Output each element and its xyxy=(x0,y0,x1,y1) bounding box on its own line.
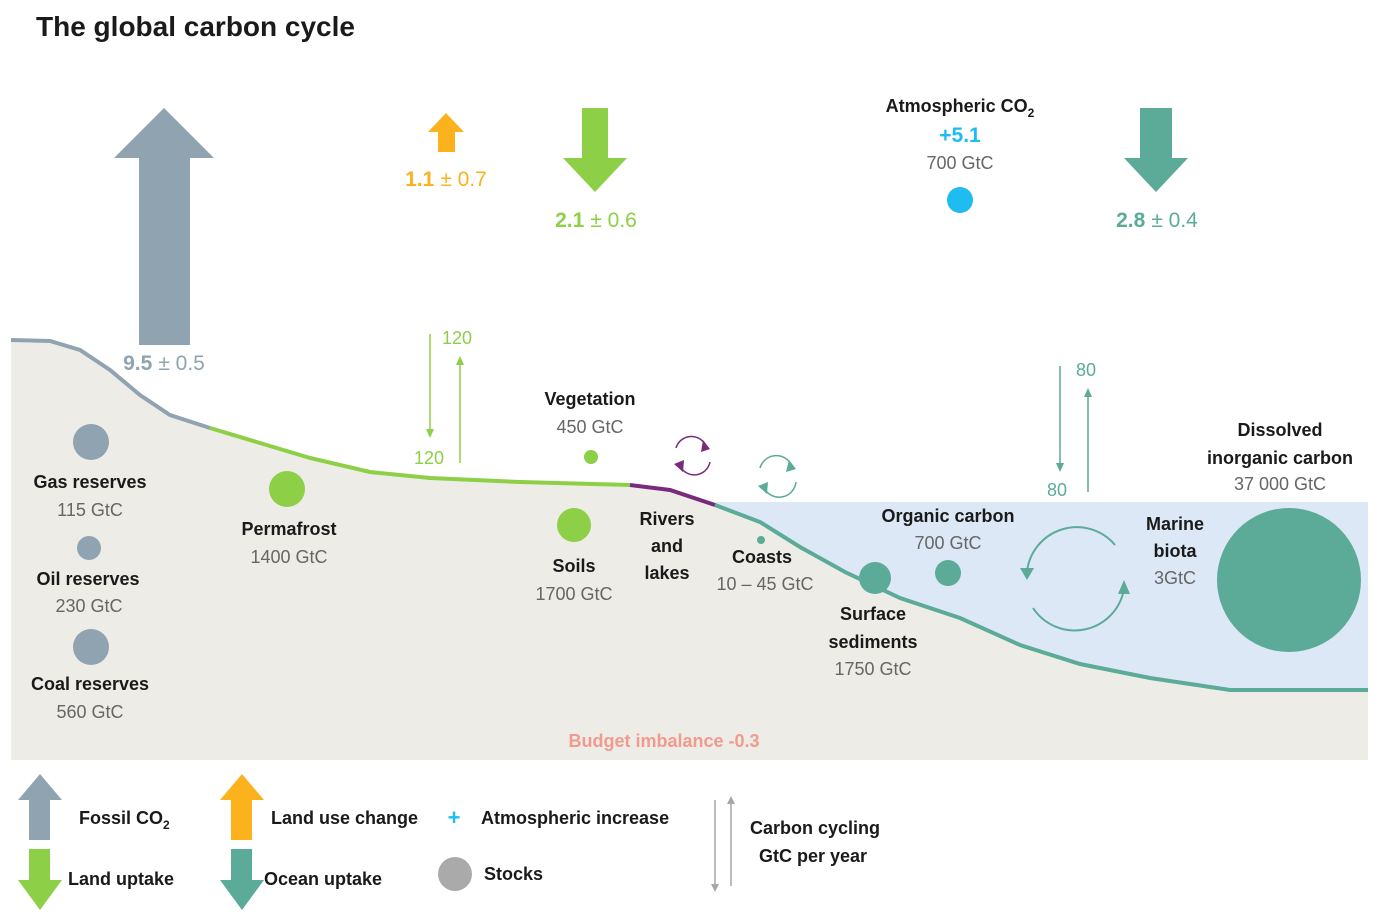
legend-atm-label: Atmospheric increase xyxy=(481,808,669,828)
surface-sediments-stock-dot xyxy=(859,562,891,594)
oil-reserves-label: Oil reserves xyxy=(36,569,139,589)
gas-reserves-value: 115 GtC xyxy=(57,500,123,520)
vegetation-stock-dot xyxy=(584,450,598,464)
vegetation-label: Vegetation xyxy=(544,389,635,409)
ocean-uptake-arrow-icon xyxy=(1124,108,1188,192)
surface-sediments-label-line2: sediments xyxy=(828,632,917,652)
atmosphere-stock-dot xyxy=(947,187,973,213)
land-cycling-up-value: 120 xyxy=(442,328,472,348)
ocean-cycling-down-head-icon xyxy=(1056,463,1064,472)
legend-cycling-down-head-icon xyxy=(711,884,719,892)
surface-sediments-label-line1: Surface xyxy=(840,604,906,624)
ocean-cycling-up-head-icon xyxy=(1084,388,1092,397)
legend: Fossil CO2 Land uptake Land use change O… xyxy=(18,774,880,910)
permafrost-stock-dot xyxy=(269,471,305,507)
budget-imbalance: Budget imbalance -0.3 xyxy=(568,731,759,751)
organic-carbon-label: Organic carbon xyxy=(881,506,1014,526)
legend-fossil-label: Fossil CO2 xyxy=(79,808,170,832)
legend-land-arrow-icon xyxy=(18,849,62,910)
atmosphere-label: Atmospheric CO2 xyxy=(886,96,1035,120)
legend-stocks-label: Stocks xyxy=(484,864,543,884)
fossil-emissions-arrow-icon xyxy=(114,108,214,345)
legend-atm-plus-icon: + xyxy=(448,805,461,830)
legend-fossil-arrow-icon xyxy=(18,774,62,840)
page-title: The global carbon cycle xyxy=(36,11,355,42)
surface-sediments-value: 1750 GtC xyxy=(834,659,911,679)
ocean-circulation-cycle-icon xyxy=(1020,526,1130,632)
legend-ocean-arrow-icon xyxy=(220,849,264,910)
fossil-flux-value: 9.5± 0.5 xyxy=(123,352,205,375)
oil-reserves-stock-dot xyxy=(77,536,101,560)
rivers-label-line3: lakes xyxy=(644,563,689,583)
ocean-uptake-flux-value: 2.8± 0.4 xyxy=(1116,209,1198,232)
oil-reserves-value: 230 GtC xyxy=(55,596,122,616)
land-cycling-down-value: 120 xyxy=(414,448,444,468)
legend-cycling-up-head-icon xyxy=(727,796,735,804)
land-use-flux-value: 1.1± 0.7 xyxy=(405,168,487,191)
gas-reserves-stock-dot xyxy=(73,424,109,460)
legend-stocks-dot-icon xyxy=(438,857,472,891)
dic-value: 37 000 GtC xyxy=(1234,474,1326,494)
soils-value: 1700 GtC xyxy=(535,584,612,604)
gas-reserves-label: Gas reserves xyxy=(33,472,146,492)
coal-reserves-stock-dot xyxy=(73,629,109,665)
coasts-stock-dot xyxy=(757,536,765,544)
organic-carbon-value: 700 GtC xyxy=(914,533,981,553)
ocean-cycling-down-value: 80 xyxy=(1047,480,1067,500)
atmosphere-increase: +5.1 xyxy=(939,124,981,147)
dic-label-line1: Dissolved xyxy=(1237,420,1322,440)
coasts-value: 10 – 45 GtC xyxy=(716,574,813,594)
rivers-surface-line xyxy=(629,483,716,507)
permafrost-label: Permafrost xyxy=(241,519,336,539)
legend-land-use-arrow-icon xyxy=(220,774,264,840)
legend-cycling-label-line2: GtC per year xyxy=(759,846,867,866)
ocean-cycling-up-value: 80 xyxy=(1076,360,1096,380)
legend-land-label: Land uptake xyxy=(68,869,174,889)
dic-stock-dot xyxy=(1217,508,1361,652)
legend-cycling-label-line1: Carbon cycling xyxy=(750,818,880,838)
rivers-cycle-icon xyxy=(674,435,711,476)
marine-biota-label-line2: biota xyxy=(1154,541,1198,561)
organic-carbon-stock-dot xyxy=(935,560,961,586)
land-ground xyxy=(11,340,1368,760)
coasts-label: Coasts xyxy=(732,547,792,567)
land-uptake-flux-value: 2.1± 0.6 xyxy=(555,209,637,232)
permafrost-value: 1400 GtC xyxy=(250,547,327,567)
land-surface-line xyxy=(209,426,631,487)
soils-stock-dot xyxy=(557,508,591,542)
rivers-label-line2: and xyxy=(651,536,683,556)
coal-reserves-label: Coal reserves xyxy=(31,674,149,694)
vegetation-value: 450 GtC xyxy=(556,417,623,437)
land-cycling-up-head-icon xyxy=(456,356,464,365)
marine-biota-label-line1: Marine xyxy=(1146,514,1204,534)
fossil-surface-line xyxy=(10,338,211,430)
land-uptake-arrow-icon xyxy=(563,108,627,192)
atmosphere-stock: 700 GtC xyxy=(926,153,993,173)
land-use-change-arrow-icon xyxy=(428,113,464,152)
soils-label: Soils xyxy=(552,556,595,576)
marine-biota-value: 3GtC xyxy=(1154,568,1196,588)
coasts-cycle-icon xyxy=(758,454,797,498)
dic-label-line2: inorganic carbon xyxy=(1207,448,1353,468)
legend-land-use-label: Land use change xyxy=(271,808,418,828)
land-cycling-down-head-icon xyxy=(426,429,434,438)
coal-reserves-value: 560 GtC xyxy=(56,702,123,722)
rivers-label-line1: Rivers xyxy=(639,509,694,529)
ocean-floor-line xyxy=(714,503,1368,692)
legend-ocean-label: Ocean uptake xyxy=(264,869,382,889)
